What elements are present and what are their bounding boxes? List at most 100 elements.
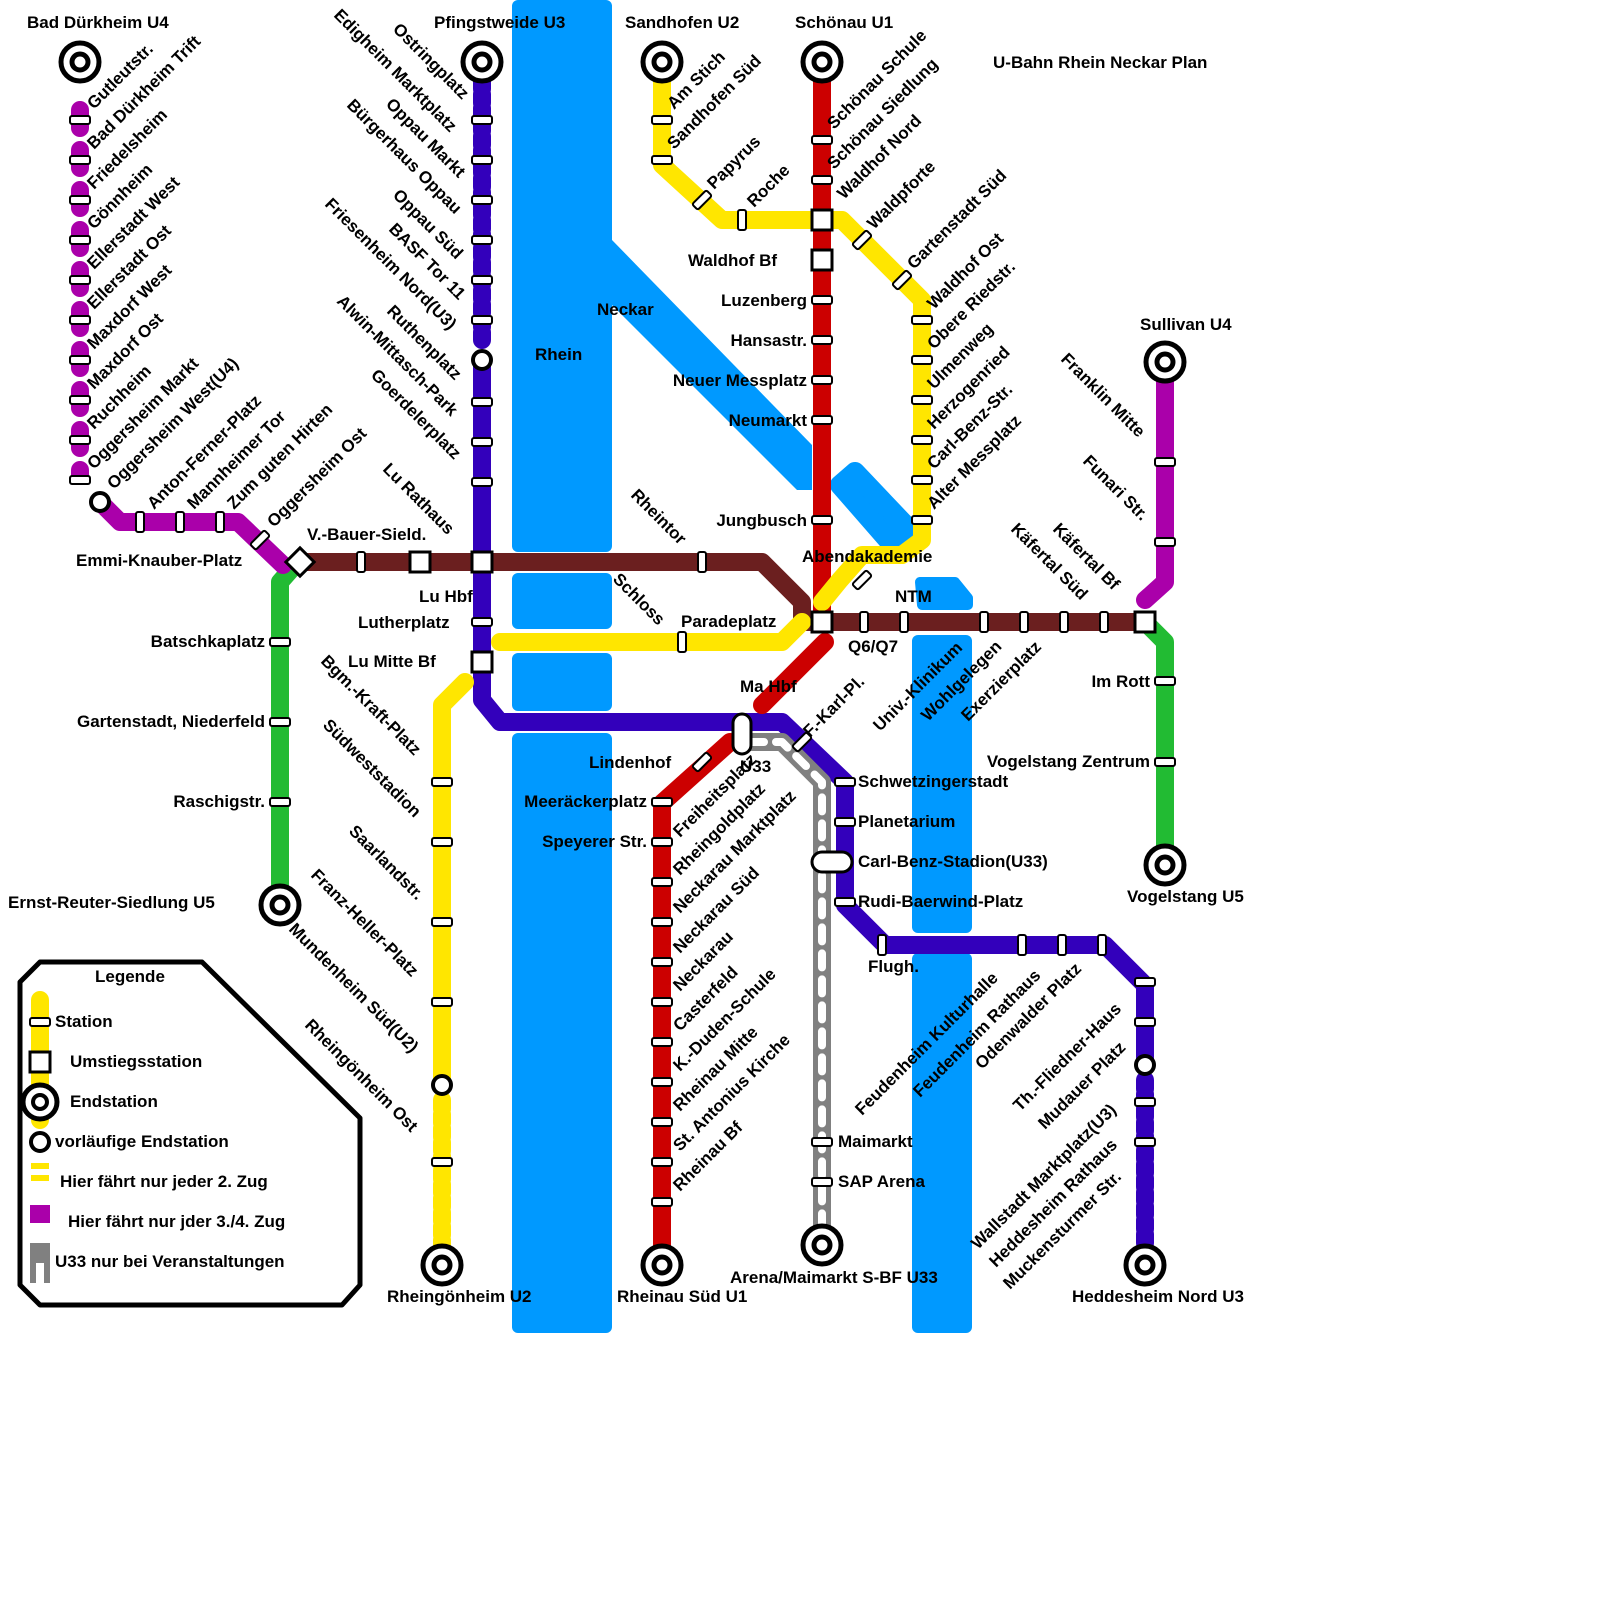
station-tick[interactable]: [737, 209, 747, 231]
station-tick[interactable]: [269, 717, 291, 727]
station-tick[interactable]: [651, 1197, 673, 1207]
station-tick[interactable]: [356, 551, 366, 573]
station-tick[interactable]: [851, 569, 873, 591]
station-tick[interactable]: [651, 957, 673, 967]
temp-endstation-wallstadt[interactable]: [1134, 1054, 1156, 1076]
station-tick[interactable]: [69, 115, 91, 125]
temp-endstation-friesenheim[interactable]: [471, 349, 493, 371]
station-tick[interactable]: [651, 155, 673, 165]
station-tick[interactable]: [431, 997, 453, 1007]
endstation-vogelstang[interactable]: [1143, 843, 1187, 887]
station-tick[interactable]: [471, 275, 493, 285]
station-tick[interactable]: [811, 175, 833, 185]
station-tick[interactable]: [471, 437, 493, 447]
station-tick[interactable]: [69, 395, 91, 405]
line-brown[interactable]: [291, 553, 1154, 631]
station-tick[interactable]: [69, 315, 91, 325]
station-tick[interactable]: [471, 397, 493, 407]
interchange-waldhof-nord[interactable]: [810, 208, 834, 232]
station-tick[interactable]: [471, 235, 493, 245]
station-tick[interactable]: [1019, 611, 1029, 633]
station-tick[interactable]: [811, 1137, 833, 1147]
station-tick[interactable]: [899, 611, 909, 633]
station-tick[interactable]: [431, 777, 453, 787]
station-tick[interactable]: [911, 395, 933, 405]
line-u1-south[interactable]: [753, 633, 834, 714]
station-tick[interactable]: [979, 611, 989, 633]
station-tick[interactable]: [811, 1177, 833, 1187]
station-tick[interactable]: [269, 797, 291, 807]
station-tick[interactable]: [471, 315, 493, 325]
station-tick[interactable]: [834, 777, 856, 787]
station-tick[interactable]: [651, 115, 673, 125]
line-u3[interactable]: [473, 351, 1154, 1069]
station-tick[interactable]: [1057, 934, 1067, 956]
station-tick[interactable]: [677, 631, 687, 653]
station-tick[interactable]: [1099, 611, 1109, 633]
station-tick[interactable]: [249, 529, 271, 551]
station-tick[interactable]: [651, 1117, 673, 1127]
station-tick[interactable]: [69, 235, 91, 245]
endstation-sullivan[interactable]: [1143, 340, 1187, 384]
station-tick[interactable]: [69, 355, 91, 365]
station-tick[interactable]: [891, 269, 913, 291]
station-tick[interactable]: [911, 315, 933, 325]
station-tick[interactable]: [651, 837, 673, 847]
station-tick[interactable]: [175, 511, 185, 533]
station-tick[interactable]: [1154, 757, 1176, 767]
interchange-ma-hbf[interactable]: [731, 712, 753, 756]
station-tick[interactable]: [1017, 934, 1027, 956]
station-tick[interactable]: [431, 917, 453, 927]
station-tick[interactable]: [1097, 934, 1107, 956]
station-tick[interactable]: [811, 335, 833, 345]
station-tick[interactable]: [834, 817, 856, 827]
station-tick[interactable]: [651, 997, 673, 1007]
station-tick[interactable]: [135, 511, 145, 533]
interchange-emmi[interactable]: [283, 545, 317, 579]
station-tick[interactable]: [215, 511, 225, 533]
interchange-v-bauer[interactable]: [408, 550, 432, 574]
station-tick[interactable]: [911, 515, 933, 525]
station-tick[interactable]: [811, 135, 833, 145]
temp-endstation-mundenheim[interactable]: [431, 1074, 453, 1096]
interchange-paradeplatz[interactable]: [810, 610, 834, 634]
station-tick[interactable]: [69, 275, 91, 285]
station-tick[interactable]: [69, 475, 91, 485]
interchange-carl-benz-stadion[interactable]: [810, 850, 854, 874]
station-tick[interactable]: [911, 475, 933, 485]
station-tick[interactable]: [651, 917, 673, 927]
station-tick[interactable]: [69, 195, 91, 205]
station-tick[interactable]: [691, 751, 713, 773]
line-u5-east[interactable]: [1136, 613, 1174, 869]
station-tick[interactable]: [851, 229, 873, 251]
station-tick[interactable]: [471, 195, 493, 205]
station-tick[interactable]: [1154, 457, 1176, 467]
endstation-sandhofen[interactable]: [640, 40, 684, 84]
station-tick[interactable]: [651, 1077, 673, 1087]
station-tick[interactable]: [1154, 676, 1176, 686]
station-tick[interactable]: [69, 155, 91, 165]
station-tick[interactable]: [877, 934, 887, 956]
station-tick[interactable]: [431, 1157, 453, 1167]
endstation-rheinau-sued[interactable]: [640, 1243, 684, 1287]
endstation-ernst-reuter[interactable]: [258, 883, 302, 927]
station-tick[interactable]: [811, 375, 833, 385]
station-tick[interactable]: [1134, 1137, 1156, 1147]
line-u2-middle[interactable]: [491, 613, 811, 651]
station-tick[interactable]: [811, 515, 833, 525]
endstation-heddesheim[interactable]: [1123, 1243, 1167, 1287]
station-tick[interactable]: [471, 617, 493, 627]
station-tick[interactable]: [651, 877, 673, 887]
station-tick[interactable]: [269, 637, 291, 647]
interchange-lu-mitte[interactable]: [470, 650, 494, 674]
line-u2-south[interactable]: [433, 673, 474, 1091]
station-tick[interactable]: [859, 611, 869, 633]
station-tick[interactable]: [1154, 537, 1176, 547]
endstation-schoenau[interactable]: [800, 40, 844, 84]
endstation-arena[interactable]: [800, 1223, 844, 1267]
station-tick[interactable]: [697, 551, 707, 573]
station-tick[interactable]: [651, 1037, 673, 1047]
endstation-pfingstweide[interactable]: [460, 40, 504, 84]
interchange-kaefertal-bf[interactable]: [1133, 610, 1157, 634]
station-tick[interactable]: [911, 355, 933, 365]
